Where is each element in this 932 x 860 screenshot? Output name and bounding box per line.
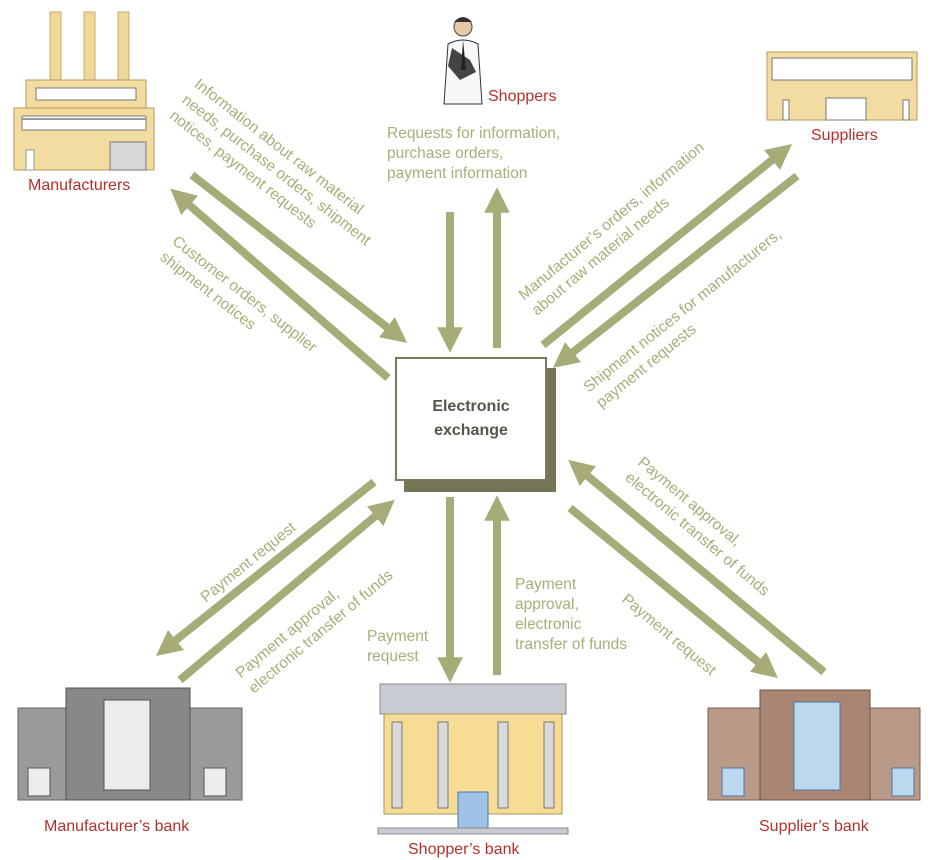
exchange-title-line2: exchange <box>434 422 508 439</box>
shopper-person-icon <box>443 17 483 105</box>
arrow-supplier-to-exchange <box>552 172 800 368</box>
exchange-title-line1: Electronic <box>432 398 510 415</box>
arrow-exchange-to-supplier-bank <box>567 504 778 679</box>
node-suppliers-bank: Supplier’s bank <box>759 818 869 835</box>
arrow-exchange-to-mfr-bank <box>155 478 377 656</box>
electronic-exchange-box: Electronic exchange <box>395 357 547 481</box>
node-manufacturers-bank: Manufacturer’s bank <box>44 818 190 835</box>
arrow-mfr-bank-to-exchange <box>177 499 395 684</box>
node-suppliers: Suppliers <box>811 127 878 144</box>
manufacturers-bank-icon <box>17 687 243 801</box>
arrow-exchange-to-supplier <box>540 143 792 349</box>
shoppers-bank-icon <box>377 683 569 835</box>
flow-label-shopper-bank-to-exchange: Payment approval, electronic transfer of… <box>515 576 628 653</box>
node-shoppers-bank: Shopper’s bank <box>408 841 520 858</box>
arrow-supplier-bank-to-exchange <box>568 459 827 676</box>
arrow-mfr-to-exchange <box>189 171 408 343</box>
node-manufacturers: Manufacturers <box>28 177 131 194</box>
suppliers-bank-icon <box>707 689 921 801</box>
flow-label-shoppers: Requests for information, purchase order… <box>387 125 561 182</box>
flow-label-exchange-to-shopper-bank: Payment request <box>367 628 429 665</box>
arrow-exchange-to-mfr <box>170 188 391 382</box>
warehouse-icon <box>766 51 918 121</box>
node-shoppers: Shoppers <box>488 88 557 105</box>
factory-icon <box>13 11 155 171</box>
